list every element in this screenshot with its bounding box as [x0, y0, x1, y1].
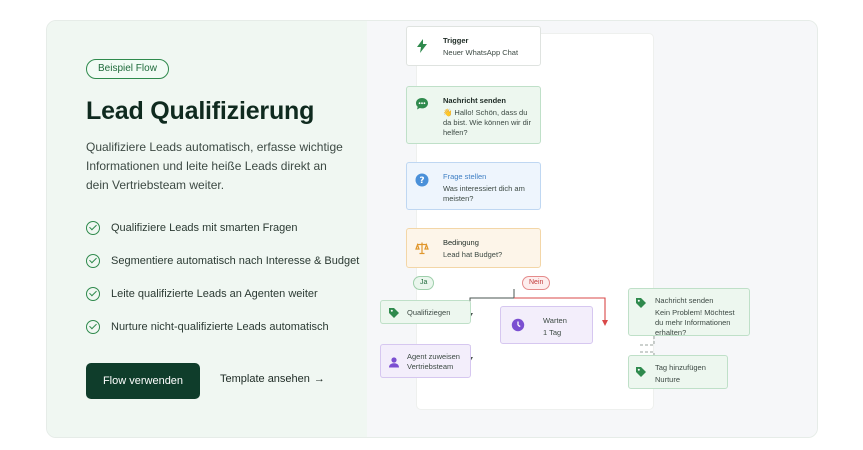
page-title: Lead Qualifizierung [86, 97, 315, 125]
add-tag-node[interactable]: Tag hinzufügen Nurture [628, 355, 728, 389]
clock-icon [511, 318, 525, 332]
feature-list: Qualifiziere Leads mit smarten Fragen Se… [86, 211, 359, 343]
no-branch-label: Nein [522, 276, 551, 290]
example-flow-badge: Beispiel Flow [86, 59, 169, 79]
svg-text:?: ? [419, 176, 424, 186]
feature-item: Nurture nicht-qualifizierte Leads automa… [86, 310, 359, 343]
trigger-title: Trigger [443, 36, 469, 45]
balance-scale-icon [415, 241, 429, 255]
feature-label: Segmentiere automatisch nach Interesse &… [111, 254, 360, 267]
message-title: Nachricht senden [443, 96, 506, 105]
wait-node[interactable]: Warten 1 Tag [500, 306, 593, 344]
check-icon [86, 253, 100, 268]
message2-body: Kein Problem! Möchtest du mehr Informati… [655, 308, 735, 337]
connector-condition-no [514, 297, 606, 322]
condition-node[interactable]: Bedingung Lead hat Budget? [406, 228, 541, 268]
assign-agent-node[interactable]: Agent zuweisen Vertriebsteam [380, 344, 471, 378]
lightning-icon [415, 39, 429, 53]
trigger-node[interactable]: Trigger Neuer WhatsApp Chat [406, 26, 541, 66]
question-title: Frage stellen [443, 172, 487, 181]
feature-item: Leite qualifizierte Leads an Agenten wei… [86, 277, 359, 310]
feature-item: Segmentiere automatisch nach Interesse &… [86, 244, 359, 277]
condition-title: Bedingung [443, 238, 479, 247]
chat-icon [415, 97, 429, 111]
feature-label: Qualifiziere Leads mit smarten Fragen [111, 221, 298, 234]
description: Qualifiziere Leads automatisch, erfasse … [86, 140, 343, 192]
trigger-body: Neuer WhatsApp Chat [443, 48, 519, 57]
message2-title: Nachricht senden [655, 296, 714, 305]
wait-body: 1 Tag [543, 328, 562, 337]
feature-label: Nurture nicht-qualifizierte Leads automa… [111, 320, 329, 333]
agent-body: Agent zuweisen Vertriebsteam [407, 352, 460, 371]
yes-branch-label: Ja [413, 276, 435, 290]
feature-label: Leite qualifizierte Leads an Agenten wei… [111, 287, 318, 300]
arrowhead [602, 320, 608, 326]
view-template-label: Template ansehen [220, 373, 310, 385]
arrow-right-icon: → [313, 373, 325, 385]
question-icon: ? [415, 173, 429, 187]
use-flow-button[interactable]: Flow verwenden [86, 363, 200, 399]
condition-body: Lead hat Budget? [443, 250, 503, 259]
qualify-title: Qualifiziegen [407, 308, 451, 317]
feature-item: Qualifiziere Leads mit smarten Fragen [86, 211, 359, 244]
tag-icon [387, 306, 401, 320]
send-message-node-2[interactable]: Nachricht senden Kein Problem! Möchtest … [628, 288, 750, 337]
wait-title: Warten [543, 316, 567, 325]
tag-icon [634, 365, 648, 379]
tag-title: Tag hinzufügen [655, 363, 706, 372]
qualify-node[interactable]: Qualifiziegen [380, 300, 471, 324]
check-icon [86, 286, 100, 301]
check-icon [86, 319, 100, 334]
check-icon [86, 220, 100, 235]
message-body: 👋 Hallo! Schön, dass du da bist. Wie kön… [443, 108, 531, 137]
view-template-link[interactable]: Template ansehen→ [220, 373, 325, 385]
tag-icon [634, 296, 648, 310]
info-panel: Beispiel Flow Lead Qualifizierung Qualif… [47, 21, 367, 437]
tag-body: Nurture [655, 375, 681, 384]
send-message-node[interactable]: Nachricht senden 👋 Hallo! Schön, dass du… [406, 86, 541, 144]
ask-question-node[interactable]: ? Frage stellen Was interessiert dich am… [406, 162, 541, 210]
person-icon [387, 355, 401, 369]
question-body: Was interessiert dich am meisten? [443, 184, 525, 203]
